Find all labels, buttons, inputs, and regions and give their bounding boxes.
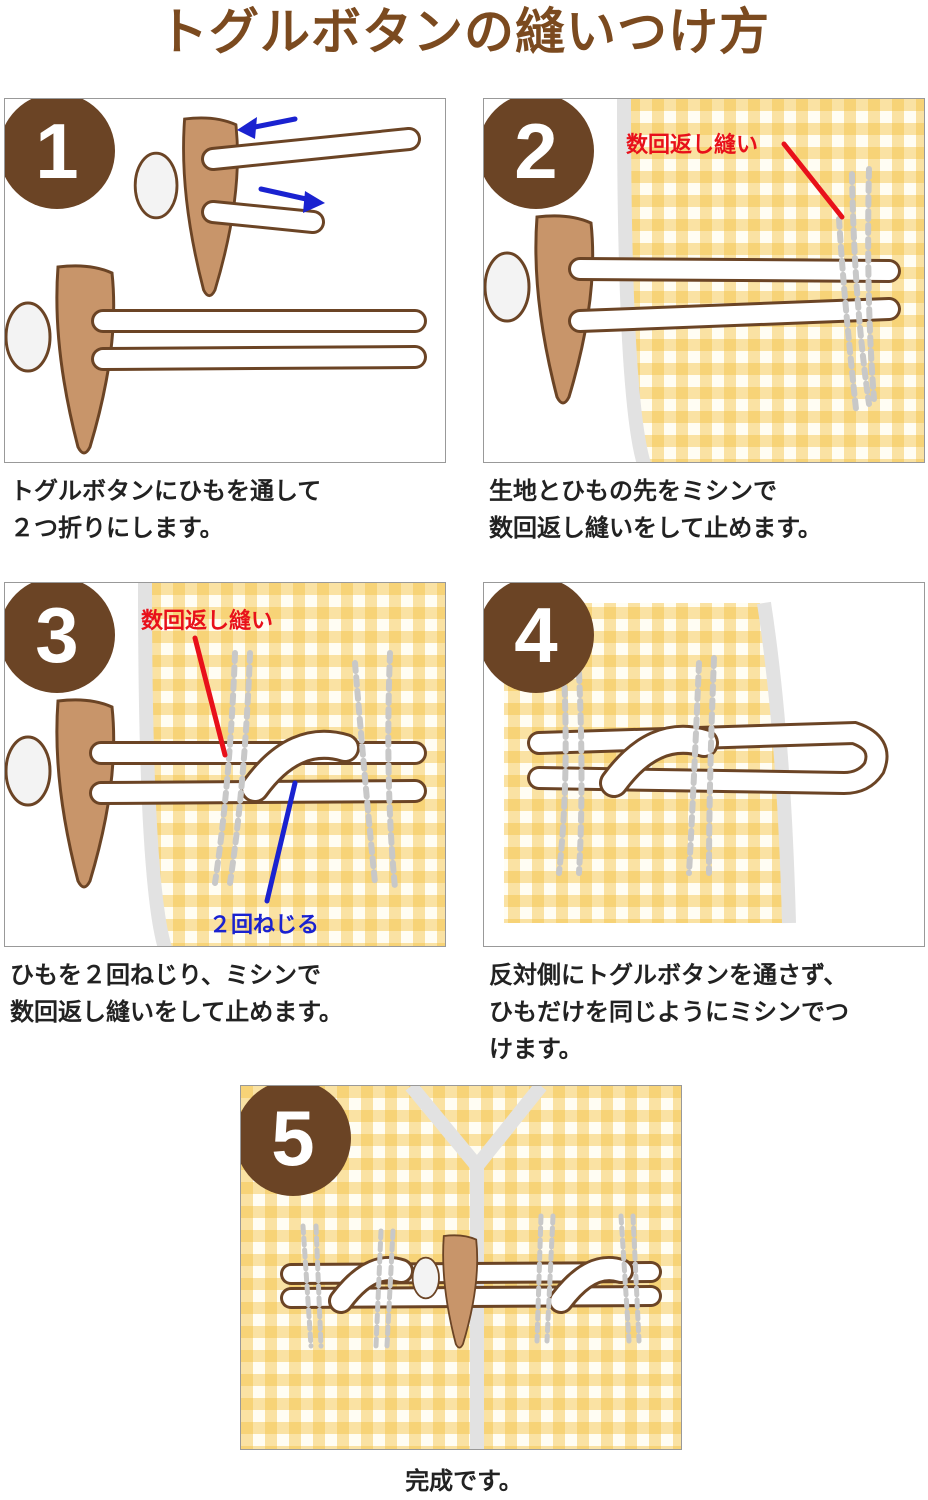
step-4-drawing bbox=[504, 601, 889, 924]
caption-line: 数回返し縫いをして止めます。 bbox=[10, 998, 343, 1026]
backstitch-label: 数回返し縫い bbox=[626, 133, 759, 158]
page-title: トグルボタンの縫いつけ方 bbox=[158, 3, 770, 61]
step-5-illustration: 5 bbox=[240, 1085, 682, 1450]
caption-line: 完成です。 bbox=[405, 1467, 523, 1495]
toggle-button-icon bbox=[484, 214, 595, 405]
step-number-badge: 2 bbox=[484, 99, 594, 209]
twist-label: ２回ねじる bbox=[209, 913, 320, 938]
caption-line: 生地とひもの先をミシンで bbox=[489, 477, 777, 505]
step-number-badge: 4 bbox=[484, 583, 594, 693]
step-2-caption: 生地とひもの先をミシンで 数回返し縫いをして止めます。 bbox=[489, 473, 822, 547]
step-1-drawing bbox=[5, 116, 427, 455]
step-2-drawing bbox=[484, 99, 924, 462]
step-4-illustration: 4 bbox=[483, 582, 925, 947]
step-2-illustration: 2 数回返し縫い bbox=[483, 98, 925, 463]
caption-line: 数回返し縫いをして止めます。 bbox=[489, 514, 822, 542]
backstitch-label: 数回返し縫い bbox=[141, 609, 274, 634]
step-4-caption: 反対側にトグルボタンを通さず、 ひもだけを同じようにミシンでつ けます。 bbox=[489, 957, 849, 1068]
caption-line: ２つ折りにします。 bbox=[10, 514, 224, 542]
caption-line: ひもだけを同じようにミシンでつ bbox=[489, 998, 849, 1026]
caption-line: トグルボタンにひもを通して bbox=[10, 477, 322, 505]
step-3-drawing bbox=[5, 583, 445, 946]
arrow-left-icon bbox=[237, 117, 257, 139]
step-5-caption: 完成です。 bbox=[0, 1463, 928, 1500]
step-number-badge: 3 bbox=[5, 583, 115, 693]
caption-line: ひもを２回ねじり、ミシンで bbox=[10, 961, 322, 989]
caption-line: けます。 bbox=[489, 1035, 583, 1063]
step-1-caption: トグルボタンにひもを通して ２つ折りにします。 bbox=[10, 473, 321, 547]
step-3-illustration: 3 数回返し縫い ２回ねじる bbox=[4, 582, 446, 947]
step-number-badge: 1 bbox=[5, 99, 115, 209]
step-number-badge: 5 bbox=[241, 1086, 351, 1196]
step-1-illustration: 1 bbox=[4, 98, 446, 463]
caption-line: 反対側にトグルボタンを通さず、 bbox=[489, 961, 848, 989]
arrow-right-icon bbox=[303, 191, 325, 213]
step-3-caption: ひもを２回ねじり、ミシンで 数回返し縫いをして止めます。 bbox=[10, 957, 343, 1031]
